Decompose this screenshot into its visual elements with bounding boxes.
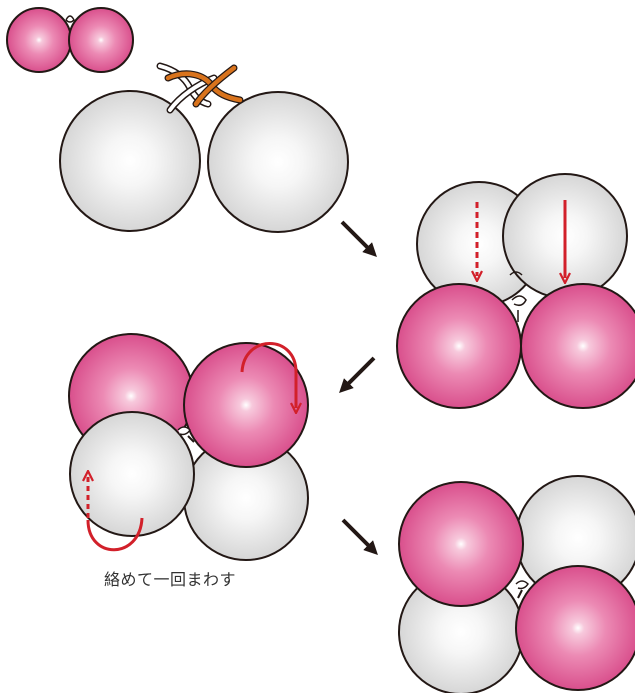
step-arrow-3-icon: [343, 520, 373, 550]
step4-balloons: [399, 476, 635, 693]
step3-balloons: [69, 334, 308, 560]
step1-white-balloons: [60, 91, 348, 232]
knot-ribbon-icon: [160, 66, 240, 110]
caption-twist-once: 絡めて一回まわす: [104, 566, 304, 590]
small-pink-pair-icon: [7, 8, 133, 72]
step2-balloons: [397, 174, 635, 408]
step-arrow-2-icon: [344, 358, 374, 388]
step-arrow-1-icon: [342, 222, 372, 252]
